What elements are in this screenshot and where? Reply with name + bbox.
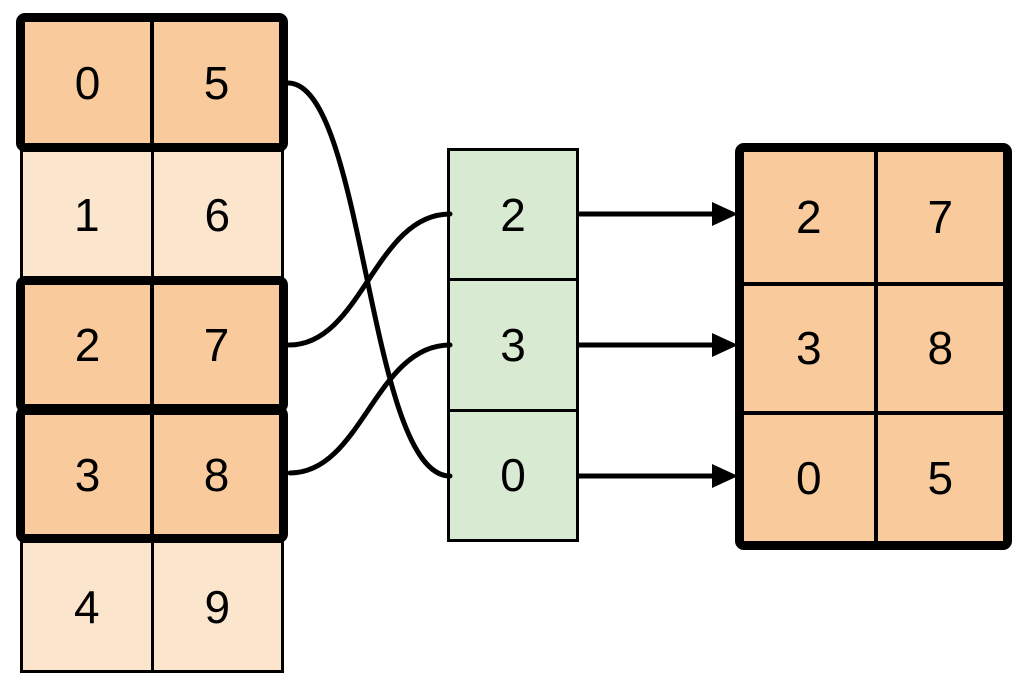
source-cell-3-0: 3 xyxy=(74,448,101,501)
result-cell-1-0: 3 xyxy=(744,281,874,412)
index-cell-0: 2 xyxy=(500,188,526,241)
result-cell-0-1: 7 xyxy=(873,152,1004,282)
arrow-index-to-result-row-0 xyxy=(579,202,738,226)
source-row-4: 4 9 xyxy=(20,540,284,673)
source-row-3: 3 8 xyxy=(16,406,288,543)
source-cell-2-0: 2 xyxy=(74,318,101,371)
source-cell-1-1: 6 xyxy=(150,152,282,277)
arrow-index-to-result-row-1 xyxy=(579,333,738,357)
curve-source-row-0-to-index xyxy=(285,80,453,479)
source-cell-0-1: 5 xyxy=(150,22,279,143)
source-row-0: 0 5 xyxy=(16,13,288,152)
source-row-2: 2 7 xyxy=(16,276,288,413)
source-cell-2-1: 7 xyxy=(150,285,279,404)
result-cell-2-0: 0 xyxy=(744,411,874,541)
index-cell-1: 3 xyxy=(450,278,576,408)
result-cell-1-1: 8 xyxy=(873,281,1003,412)
index-column: 2 3 0 xyxy=(447,148,579,542)
source-cell-0-0: 0 xyxy=(74,56,101,109)
source-cell-4-0: 4 xyxy=(73,580,100,633)
source-cell-4-1: 9 xyxy=(150,543,282,670)
arrow-index-to-result-row-2 xyxy=(579,464,738,488)
source-row-1: 1 6 xyxy=(20,149,284,280)
curve-source-row-2-to-index xyxy=(286,211,453,348)
result-cell-2-1: 5 xyxy=(873,411,1003,541)
result-cell-0-0: 2 xyxy=(795,190,822,243)
source-cell-3-1: 8 xyxy=(150,415,279,534)
source-cell-1-0: 1 xyxy=(73,188,100,241)
index-cell-2: 0 xyxy=(450,408,576,539)
result-table: 2 7 3 8 0 5 xyxy=(735,143,1012,550)
curve-source-row-3-to-index xyxy=(287,342,453,476)
